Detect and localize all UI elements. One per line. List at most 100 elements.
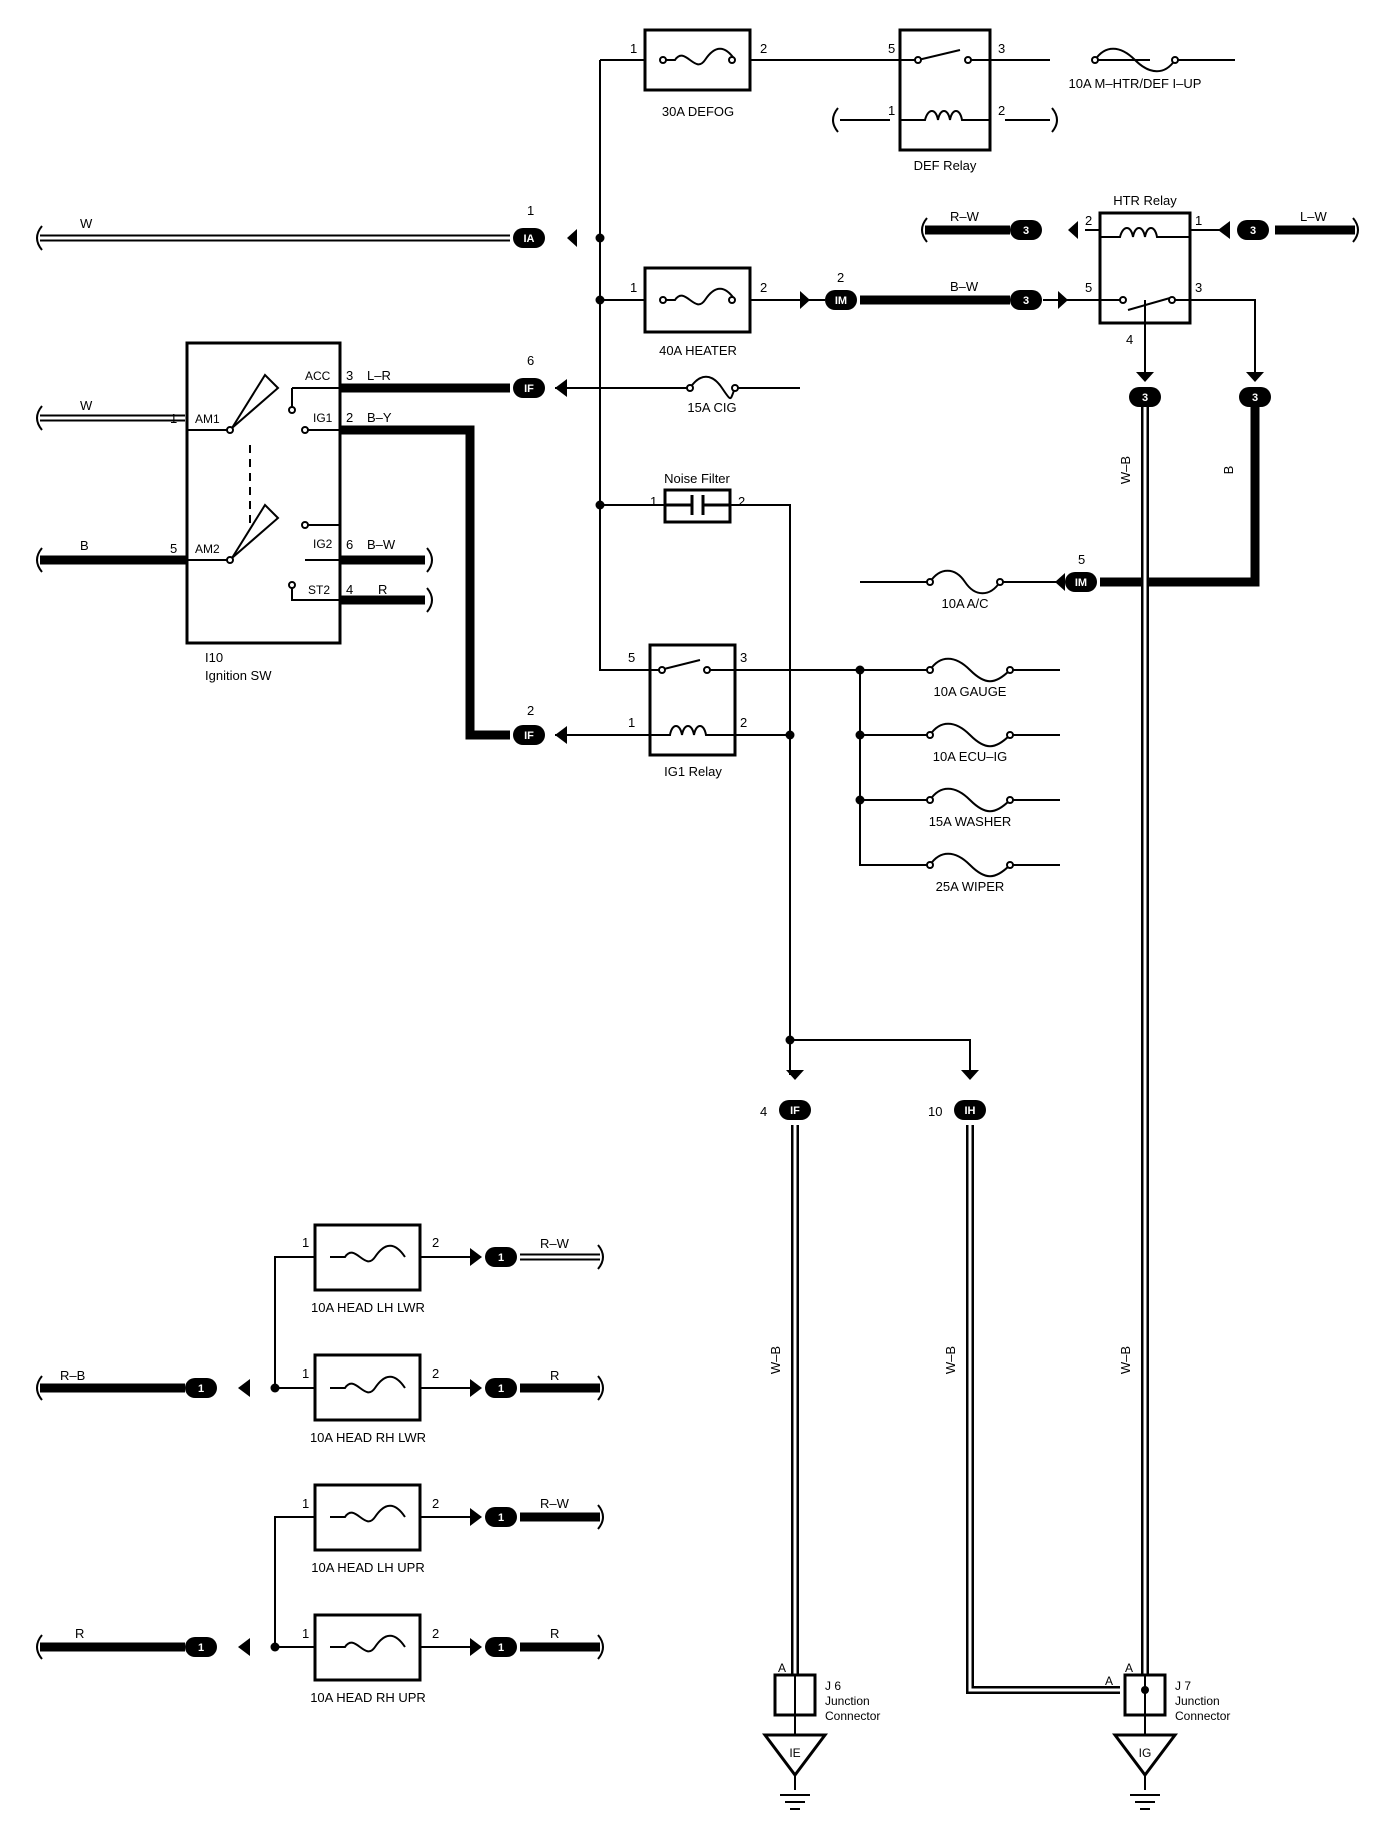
svg-text:3: 3 <box>346 368 353 383</box>
svg-text:5: 5 <box>628 650 635 665</box>
svg-text:4: 4 <box>346 582 353 597</box>
wire-color-labels: W W B L–R B–Y B–W R B–W R–W L–W R–B R R–… <box>60 209 1327 1641</box>
wire-label-r-w-lh-lwr: R–W <box>540 1236 570 1251</box>
label-st2: ST2 <box>308 583 330 597</box>
htr-relay <box>1098 211 1192 325</box>
ground-ie <box>762 1733 828 1810</box>
svg-text:1: 1 <box>198 1642 204 1654</box>
svg-text:IF: IF <box>524 383 534 395</box>
label-am1: AM1 <box>195 412 220 426</box>
label-j6-pin-a: A <box>778 1661 786 1675</box>
svg-text:3: 3 <box>1252 392 1258 404</box>
fuse-40a-heater <box>643 266 752 334</box>
label-ground-ie: IE <box>789 1746 800 1760</box>
svg-text:6: 6 <box>346 537 353 552</box>
svg-text:1: 1 <box>527 203 534 218</box>
svg-text:1: 1 <box>302 1235 309 1250</box>
svg-text:1: 1 <box>498 1252 504 1264</box>
fuse-head-rh-lwr <box>313 1353 422 1422</box>
label-10a-ac: 10A A/C <box>942 596 989 611</box>
connector-im-2: IM <box>800 290 857 310</box>
inline-fuses <box>689 47 1176 878</box>
label-ig2: IG2 <box>313 537 333 551</box>
svg-text:2: 2 <box>432 1366 439 1381</box>
label-ig1: IG1 <box>313 411 333 425</box>
thin-wires <box>274 59 1256 1790</box>
svg-text:4: 4 <box>760 1104 767 1119</box>
wire-label-w-1: W <box>80 216 93 231</box>
svg-text:1: 1 <box>198 1383 204 1395</box>
wire-label-r-left: R <box>75 1626 84 1641</box>
svg-text:1: 1 <box>630 280 637 295</box>
svg-text:1: 1 <box>650 494 657 509</box>
svg-text:3: 3 <box>1023 295 1029 307</box>
connector-3-pin4: 3 <box>1129 372 1161 407</box>
svg-text:1: 1 <box>498 1512 504 1524</box>
svg-text:IF: IF <box>790 1105 800 1117</box>
svg-text:6: 6 <box>527 353 534 368</box>
svg-text:5: 5 <box>1078 552 1085 567</box>
fuse-30a-defog <box>643 28 752 92</box>
label-j7-line2: Connector <box>1175 1709 1230 1723</box>
wire-label-r-ign: R <box>378 582 387 597</box>
wire-label-w-b-j7: W–B <box>1118 1346 1133 1374</box>
svg-text:IA: IA <box>524 233 535 245</box>
svg-text:1: 1 <box>302 1626 309 1641</box>
junction-dots <box>270 233 865 1652</box>
svg-text:3: 3 <box>1195 280 1202 295</box>
svg-text:5: 5 <box>170 541 177 556</box>
connector-ih-10: IH <box>954 1070 986 1120</box>
svg-text:2: 2 <box>738 494 745 509</box>
heavy-wires <box>40 225 1355 1652</box>
connector-ia: IA <box>513 228 577 248</box>
svg-text:1: 1 <box>628 715 635 730</box>
svg-text:2: 2 <box>760 280 767 295</box>
svg-text:IF: IF <box>524 730 534 742</box>
label-40a-heater: 40A HEATER <box>659 343 737 358</box>
svg-text:1: 1 <box>498 1642 504 1654</box>
ignition-switch <box>185 341 342 645</box>
label-j6-line2: Connector <box>825 1709 880 1723</box>
label-30a-defog: 30A DEFOG <box>662 104 734 119</box>
svg-text:IM: IM <box>835 295 847 307</box>
svg-text:1: 1 <box>888 103 895 118</box>
connector-3-rw: 3 <box>1010 220 1078 240</box>
ig1-relay <box>648 643 737 757</box>
connector-if-4: IF <box>779 1070 811 1120</box>
svg-text:IM: IM <box>1075 577 1087 589</box>
label-25a-wiper: 25A WIPER <box>936 879 1005 894</box>
ground-ig <box>1112 1733 1178 1810</box>
wire-label-r-rh-lwr: R <box>550 1368 559 1383</box>
label-10a-m-htr: 10A M–HTR/DEF I–UP <box>1069 76 1202 91</box>
svg-text:3: 3 <box>1250 225 1256 237</box>
wire-label-w-2: W <box>80 398 93 413</box>
wire-label-b: B <box>80 538 89 553</box>
svg-text:3: 3 <box>998 41 1005 56</box>
connector-if-6: IF <box>513 378 567 398</box>
wire-label-r-b: R–B <box>60 1368 85 1383</box>
label-head-lh-lwr: 10A HEAD LH LWR <box>311 1300 425 1315</box>
junction-j6 <box>773 1673 817 1717</box>
svg-text:3: 3 <box>740 650 747 665</box>
label-head-rh-lwr: 10A HEAD RH LWR <box>310 1430 426 1445</box>
svg-text:10: 10 <box>928 1104 942 1119</box>
wire-label-w-b-ih: W–B <box>943 1346 958 1374</box>
label-j7-pin-a-top: A <box>1125 1661 1133 1675</box>
svg-text:1: 1 <box>1195 213 1202 228</box>
connector-3-lw: 3 <box>1218 220 1269 240</box>
label-head-lh-upr: 10A HEAD LH UPR <box>311 1560 424 1575</box>
label-j7-pin-a-side: A <box>1105 1674 1113 1688</box>
svg-text:4: 4 <box>1126 332 1133 347</box>
connector-3-bw: 3 <box>1010 290 1068 310</box>
svg-text:IH: IH <box>965 1105 976 1117</box>
fuse-head-lh-upr <box>313 1483 422 1552</box>
wire-label-r-w-htr: R–W <box>950 209 980 224</box>
label-15a-cig: 15A CIG <box>687 400 736 415</box>
svg-text:1: 1 <box>498 1383 504 1395</box>
wire-label-b-w-ign: B–W <box>367 537 396 552</box>
fuse-head-rh-upr <box>313 1613 422 1682</box>
label-noise-filter: Noise Filter <box>664 471 730 486</box>
svg-text:2: 2 <box>432 1235 439 1250</box>
svg-text:2: 2 <box>527 703 534 718</box>
